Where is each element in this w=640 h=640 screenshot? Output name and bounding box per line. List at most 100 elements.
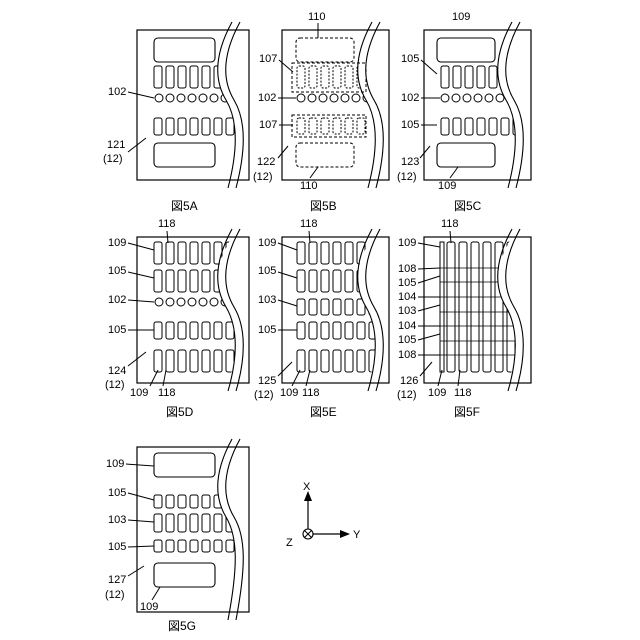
ref-label: 118 (158, 387, 176, 399)
substrate-outline (424, 30, 531, 180)
pad-bottom (154, 143, 215, 167)
electrode-row (297, 118, 365, 134)
ref-label: 105 (258, 265, 276, 277)
ref-label: 108 (398, 349, 416, 361)
electrode-row (154, 66, 234, 88)
figure-caption: 図5E (310, 405, 337, 419)
ref-label: 105 (108, 487, 126, 499)
electrode-row (154, 514, 234, 532)
ref-label: 105 (398, 277, 416, 289)
ref-label: 109 (280, 387, 298, 399)
electrode-row (297, 322, 377, 339)
figure-5f: 118 109 108 105 104 103 104 105 108 126 … (397, 218, 531, 419)
substrate-label: 124 (108, 365, 126, 377)
electrode-row (154, 270, 234, 292)
ref-label: 118 (300, 218, 318, 230)
ref-label: 103 (108, 514, 126, 526)
break-line (498, 22, 516, 188)
figure-caption: 図5G (168, 619, 196, 633)
ref-label: 109 (258, 237, 276, 249)
electrode-row (154, 242, 234, 264)
ref-label: 102 (258, 92, 276, 104)
substrate-outline (282, 30, 389, 180)
via-row (297, 94, 371, 102)
break-line (498, 229, 516, 391)
electrode-row (297, 350, 377, 372)
figure-caption: 図5C (454, 199, 482, 213)
electrode-row (154, 495, 234, 508)
electrode-row (441, 66, 509, 88)
ref-label: 105 (258, 324, 276, 336)
figure-caption: 図5F (454, 405, 480, 419)
substrate-sublabel: (12) (254, 389, 274, 401)
via-row (155, 298, 229, 306)
ref-label: 107 (259, 53, 277, 65)
substrate-label: 122 (257, 156, 275, 168)
figure-5e: 118 109 105 103 105 125 (12) 109 118 図5E (254, 218, 389, 419)
figure-caption: 図5A (171, 199, 198, 213)
substrate-label: 127 (108, 574, 126, 586)
ref-label: 102 (401, 92, 419, 104)
ref-label: 109 (398, 237, 416, 249)
figure-5g: 109 105 103 105 127 (12) 109 図5G (105, 439, 249, 633)
substrate-label: 123 (401, 156, 419, 168)
ref-label: 109 (108, 237, 126, 249)
strip-electrodes (440, 242, 520, 372)
electrode-row (441, 118, 521, 135)
ref-label: 102 (108, 294, 126, 306)
substrate-sublabel: (12) (103, 153, 123, 165)
substrate-sublabel: (12) (105, 379, 125, 391)
electrode-row (297, 270, 377, 292)
ref-label: 118 (302, 387, 320, 399)
electrode-row (297, 242, 377, 264)
ref-label: 105 (108, 324, 126, 336)
figure-5b: 110 107 102 107 122 (12) 110 図5B (253, 11, 389, 213)
figure-5c: 109 105 102 105 123 (12) 109 図5C (397, 11, 531, 213)
ref-label: 103 (398, 305, 416, 317)
break-line (226, 439, 244, 620)
ref-label: 118 (158, 218, 176, 230)
ref-label: 105 (108, 541, 126, 553)
figure-5d: 118 109 105 102 105 124 (12) 109 118 図5D (105, 218, 249, 419)
ref-label: 104 (398, 320, 416, 332)
electrode-row (154, 540, 234, 552)
substrate-sublabel: (12) (397, 389, 417, 401)
ref-label: 110 (308, 11, 326, 23)
substrate-label: 121 (107, 139, 125, 151)
ref-label: 109 (438, 180, 456, 192)
ref-label: 108 (398, 263, 416, 275)
ref-label: 103 (258, 294, 276, 306)
figure-5a: 102 121 (12) 図5A (103, 22, 249, 213)
figure-caption: 図5D (166, 405, 194, 419)
break-line (358, 229, 376, 391)
ref-label: 105 (398, 334, 416, 346)
ref-label: 105 (401, 53, 419, 65)
axis-label-z: Z (286, 537, 293, 549)
axis-label-x: X (303, 481, 311, 493)
ref-label: 105 (401, 119, 419, 131)
ref-label: 109 (130, 387, 148, 399)
ref-label: 107 (259, 119, 277, 131)
substrate-outline (282, 237, 389, 383)
pad-top (437, 38, 495, 62)
electrode-row (297, 299, 377, 315)
pad-bottom-dashed (296, 143, 354, 167)
break-line (218, 22, 236, 188)
ref-label: 109 (106, 458, 124, 470)
ref-label: 102 (108, 86, 126, 98)
figure-caption: 図5B (310, 199, 337, 213)
via-row (155, 94, 229, 102)
pad-top (154, 453, 215, 477)
ref-label: 104 (398, 291, 416, 303)
y-arrow-icon (340, 530, 350, 538)
electrode-row (154, 322, 234, 339)
coordinate-axes: X Y Z (286, 481, 361, 549)
ref-label: 118 (441, 218, 459, 230)
pad-bottom (437, 143, 495, 167)
ref-label: 109 (140, 601, 158, 613)
substrate-label: 125 (258, 375, 276, 387)
ref-label: 109 (452, 11, 470, 23)
electrode-region-dashed (292, 63, 366, 92)
electrode-row (297, 66, 365, 88)
